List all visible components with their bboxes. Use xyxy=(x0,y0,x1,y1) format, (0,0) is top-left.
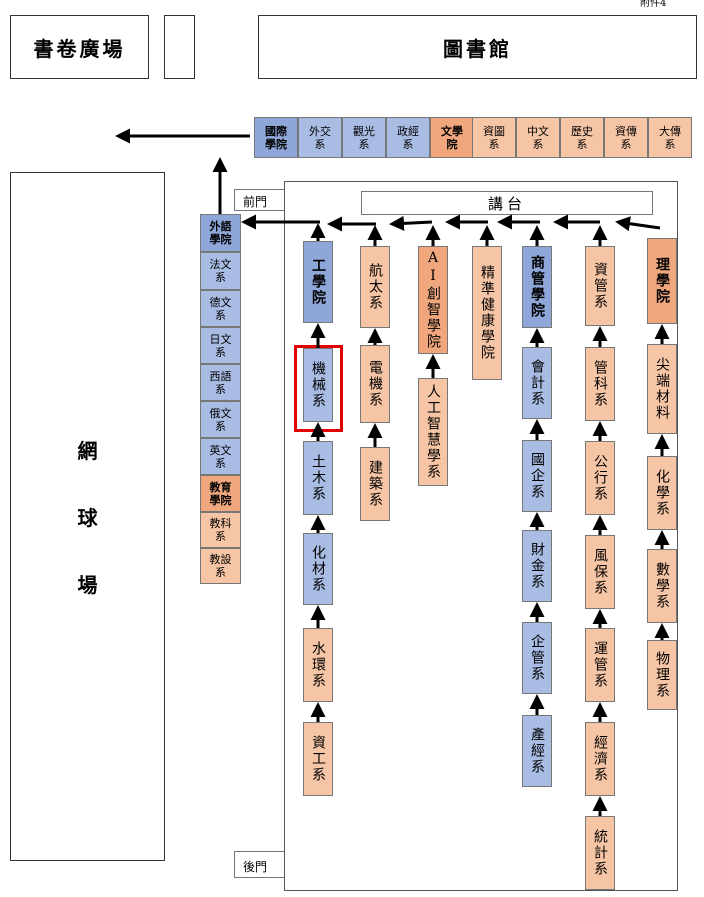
corner-note: 附件4 xyxy=(640,0,667,9)
left-column-cell[interactable]: 教科 系 xyxy=(200,512,241,548)
math-dept[interactable]: 數學系 xyxy=(647,549,677,623)
finance-dept-label: 財金系 xyxy=(529,542,545,590)
civil-dept-label: 土木系 xyxy=(310,454,326,502)
accounting-dept-label: 會計系 xyxy=(529,359,545,407)
biz-admin-dept[interactable]: 企管系 xyxy=(522,622,552,694)
top-row-cell[interactable]: 政經 系 xyxy=(386,117,430,158)
front-door[interactable]: 前門 xyxy=(234,189,284,211)
economics-dept-label: 經濟系 xyxy=(592,735,608,783)
science-college-label: 理學院 xyxy=(654,257,670,305)
engineering-college[interactable]: 工學院 xyxy=(303,241,333,323)
bookstore-label: 書卷廣場 xyxy=(33,36,126,61)
info-mgmt-dept-label: 資管系 xyxy=(592,262,608,310)
insurance-dept-label: 風保系 xyxy=(592,548,608,596)
transport-dept-label: 運管系 xyxy=(592,641,608,689)
left-column-cell[interactable]: 法文 系 xyxy=(200,252,241,290)
top-row-cell[interactable]: 資傳 系 xyxy=(604,117,648,158)
top-row-cell[interactable]: 中文 系 xyxy=(516,117,560,158)
narrow-building xyxy=(164,15,195,79)
public-admin-dept[interactable]: 公行系 xyxy=(585,441,615,515)
cs-dept[interactable]: 資工系 xyxy=(303,722,333,796)
intl-business-dept[interactable]: 國企系 xyxy=(522,440,552,512)
ee-dept-label: 電機系 xyxy=(367,360,383,408)
left-column-cell[interactable]: 外語 學院 xyxy=(200,214,241,252)
statistics-dept-label: 統計系 xyxy=(592,829,608,877)
chemistry-dept-label: 化學系 xyxy=(654,469,670,517)
library-label: 圖書館 xyxy=(443,36,512,61)
business-college-label: 商管學院 xyxy=(529,255,545,319)
top-row-cell[interactable]: 文學 院 xyxy=(430,117,474,158)
top-row-cell[interactable]: 國際 學院 xyxy=(254,117,298,158)
left-column-cell[interactable]: 教育 學院 xyxy=(200,475,241,512)
tennis-char-2: 球 xyxy=(77,506,98,530)
podium-label: 講台 xyxy=(487,194,526,213)
chem-materials-dept[interactable]: 化材系 xyxy=(303,533,333,605)
mechanical-dept-label: 機械系 xyxy=(310,361,326,409)
top-row-cell[interactable]: 資圖 系 xyxy=(472,117,516,158)
tennis-char-3: 場 xyxy=(77,573,98,597)
industrial-econ-dept-label: 產經系 xyxy=(529,727,545,775)
water-env-dept[interactable]: 水環系 xyxy=(303,628,333,702)
chem-materials-dept-label: 化材系 xyxy=(310,545,326,593)
chemistry-dept[interactable]: 化學系 xyxy=(647,456,677,530)
left-column-cell[interactable]: 德文 系 xyxy=(200,290,241,327)
left-column-cell[interactable]: 日文 系 xyxy=(200,327,241,364)
industrial-econ-dept[interactable]: 產經系 xyxy=(522,715,552,787)
left-column-cell[interactable]: 西語 系 xyxy=(200,364,241,401)
math-dept-label: 數學系 xyxy=(654,562,670,610)
insurance-dept[interactable]: 風保系 xyxy=(585,535,615,609)
advanced-materials-dept[interactable]: 尖端材料 xyxy=(647,344,677,434)
aerospace-dept-label: 航太系 xyxy=(367,263,383,311)
ai-college[interactable]: AI創智學院 xyxy=(418,246,448,354)
accounting-dept[interactable]: 會計系 xyxy=(522,347,552,419)
intl-business-dept-label: 國企系 xyxy=(529,452,545,500)
top-row-cell[interactable]: 歷史 系 xyxy=(560,117,604,158)
architecture-dept-label: 建築系 xyxy=(367,460,383,508)
left-column-cell[interactable]: 教設 系 xyxy=(200,548,241,584)
mgmt-science-dept[interactable]: 管科系 xyxy=(585,347,615,421)
mgmt-science-dept-label: 管科系 xyxy=(592,360,608,408)
library: 圖書館 xyxy=(258,15,697,79)
physics-dept[interactable]: 物理系 xyxy=(647,640,677,710)
advanced-materials-dept-label: 尖端材料 xyxy=(654,357,670,421)
left-column-cell[interactable]: 英文 系 xyxy=(200,438,241,475)
info-mgmt-dept[interactable]: 資管系 xyxy=(585,246,615,326)
water-env-dept-label: 水環系 xyxy=(310,641,326,689)
ai-dept[interactable]: 人工智慧學系 xyxy=(418,378,448,486)
finance-dept[interactable]: 財金系 xyxy=(522,530,552,602)
aerospace-dept[interactable]: 航太系 xyxy=(360,246,390,328)
back-door[interactable]: 後門 xyxy=(234,851,284,878)
physics-dept-label: 物理系 xyxy=(654,651,670,699)
economics-dept[interactable]: 經濟系 xyxy=(585,722,615,796)
mechanical-dept[interactable]: 機械系 xyxy=(303,348,333,422)
bookstore-plaza: 書卷廣場 xyxy=(10,15,149,79)
top-row-cell[interactable]: 外交 系 xyxy=(298,117,342,158)
engineering-college-label: 工學院 xyxy=(310,258,326,306)
transport-dept[interactable]: 運管系 xyxy=(585,628,615,702)
top-row-cell[interactable]: 大傳 系 xyxy=(648,117,692,158)
statistics-dept[interactable]: 統計系 xyxy=(585,816,615,890)
ai-college-label: AI創智學院 xyxy=(425,250,441,350)
ee-dept[interactable]: 電機系 xyxy=(360,345,390,423)
precision-health-label: 精準健康學院 xyxy=(479,265,495,361)
public-admin-dept-label: 公行系 xyxy=(592,454,608,502)
civil-dept[interactable]: 土木系 xyxy=(303,441,333,515)
tennis-char-1: 網 xyxy=(77,439,98,463)
left-column-cell[interactable]: 俄文 系 xyxy=(200,401,241,438)
precision-health-college[interactable]: 精準健康學院 xyxy=(472,246,502,380)
cs-dept-label: 資工系 xyxy=(310,735,326,783)
tennis-court: 網 球 場 xyxy=(10,172,165,861)
architecture-dept[interactable]: 建築系 xyxy=(360,447,390,521)
hall-outline xyxy=(284,181,678,891)
business-college[interactable]: 商管學院 xyxy=(522,246,552,328)
science-college[interactable]: 理學院 xyxy=(647,238,677,324)
ai-dept-label: 人工智慧學系 xyxy=(425,384,441,480)
top-row-cell[interactable]: 觀光 系 xyxy=(342,117,386,158)
biz-admin-dept-label: 企管系 xyxy=(529,634,545,682)
